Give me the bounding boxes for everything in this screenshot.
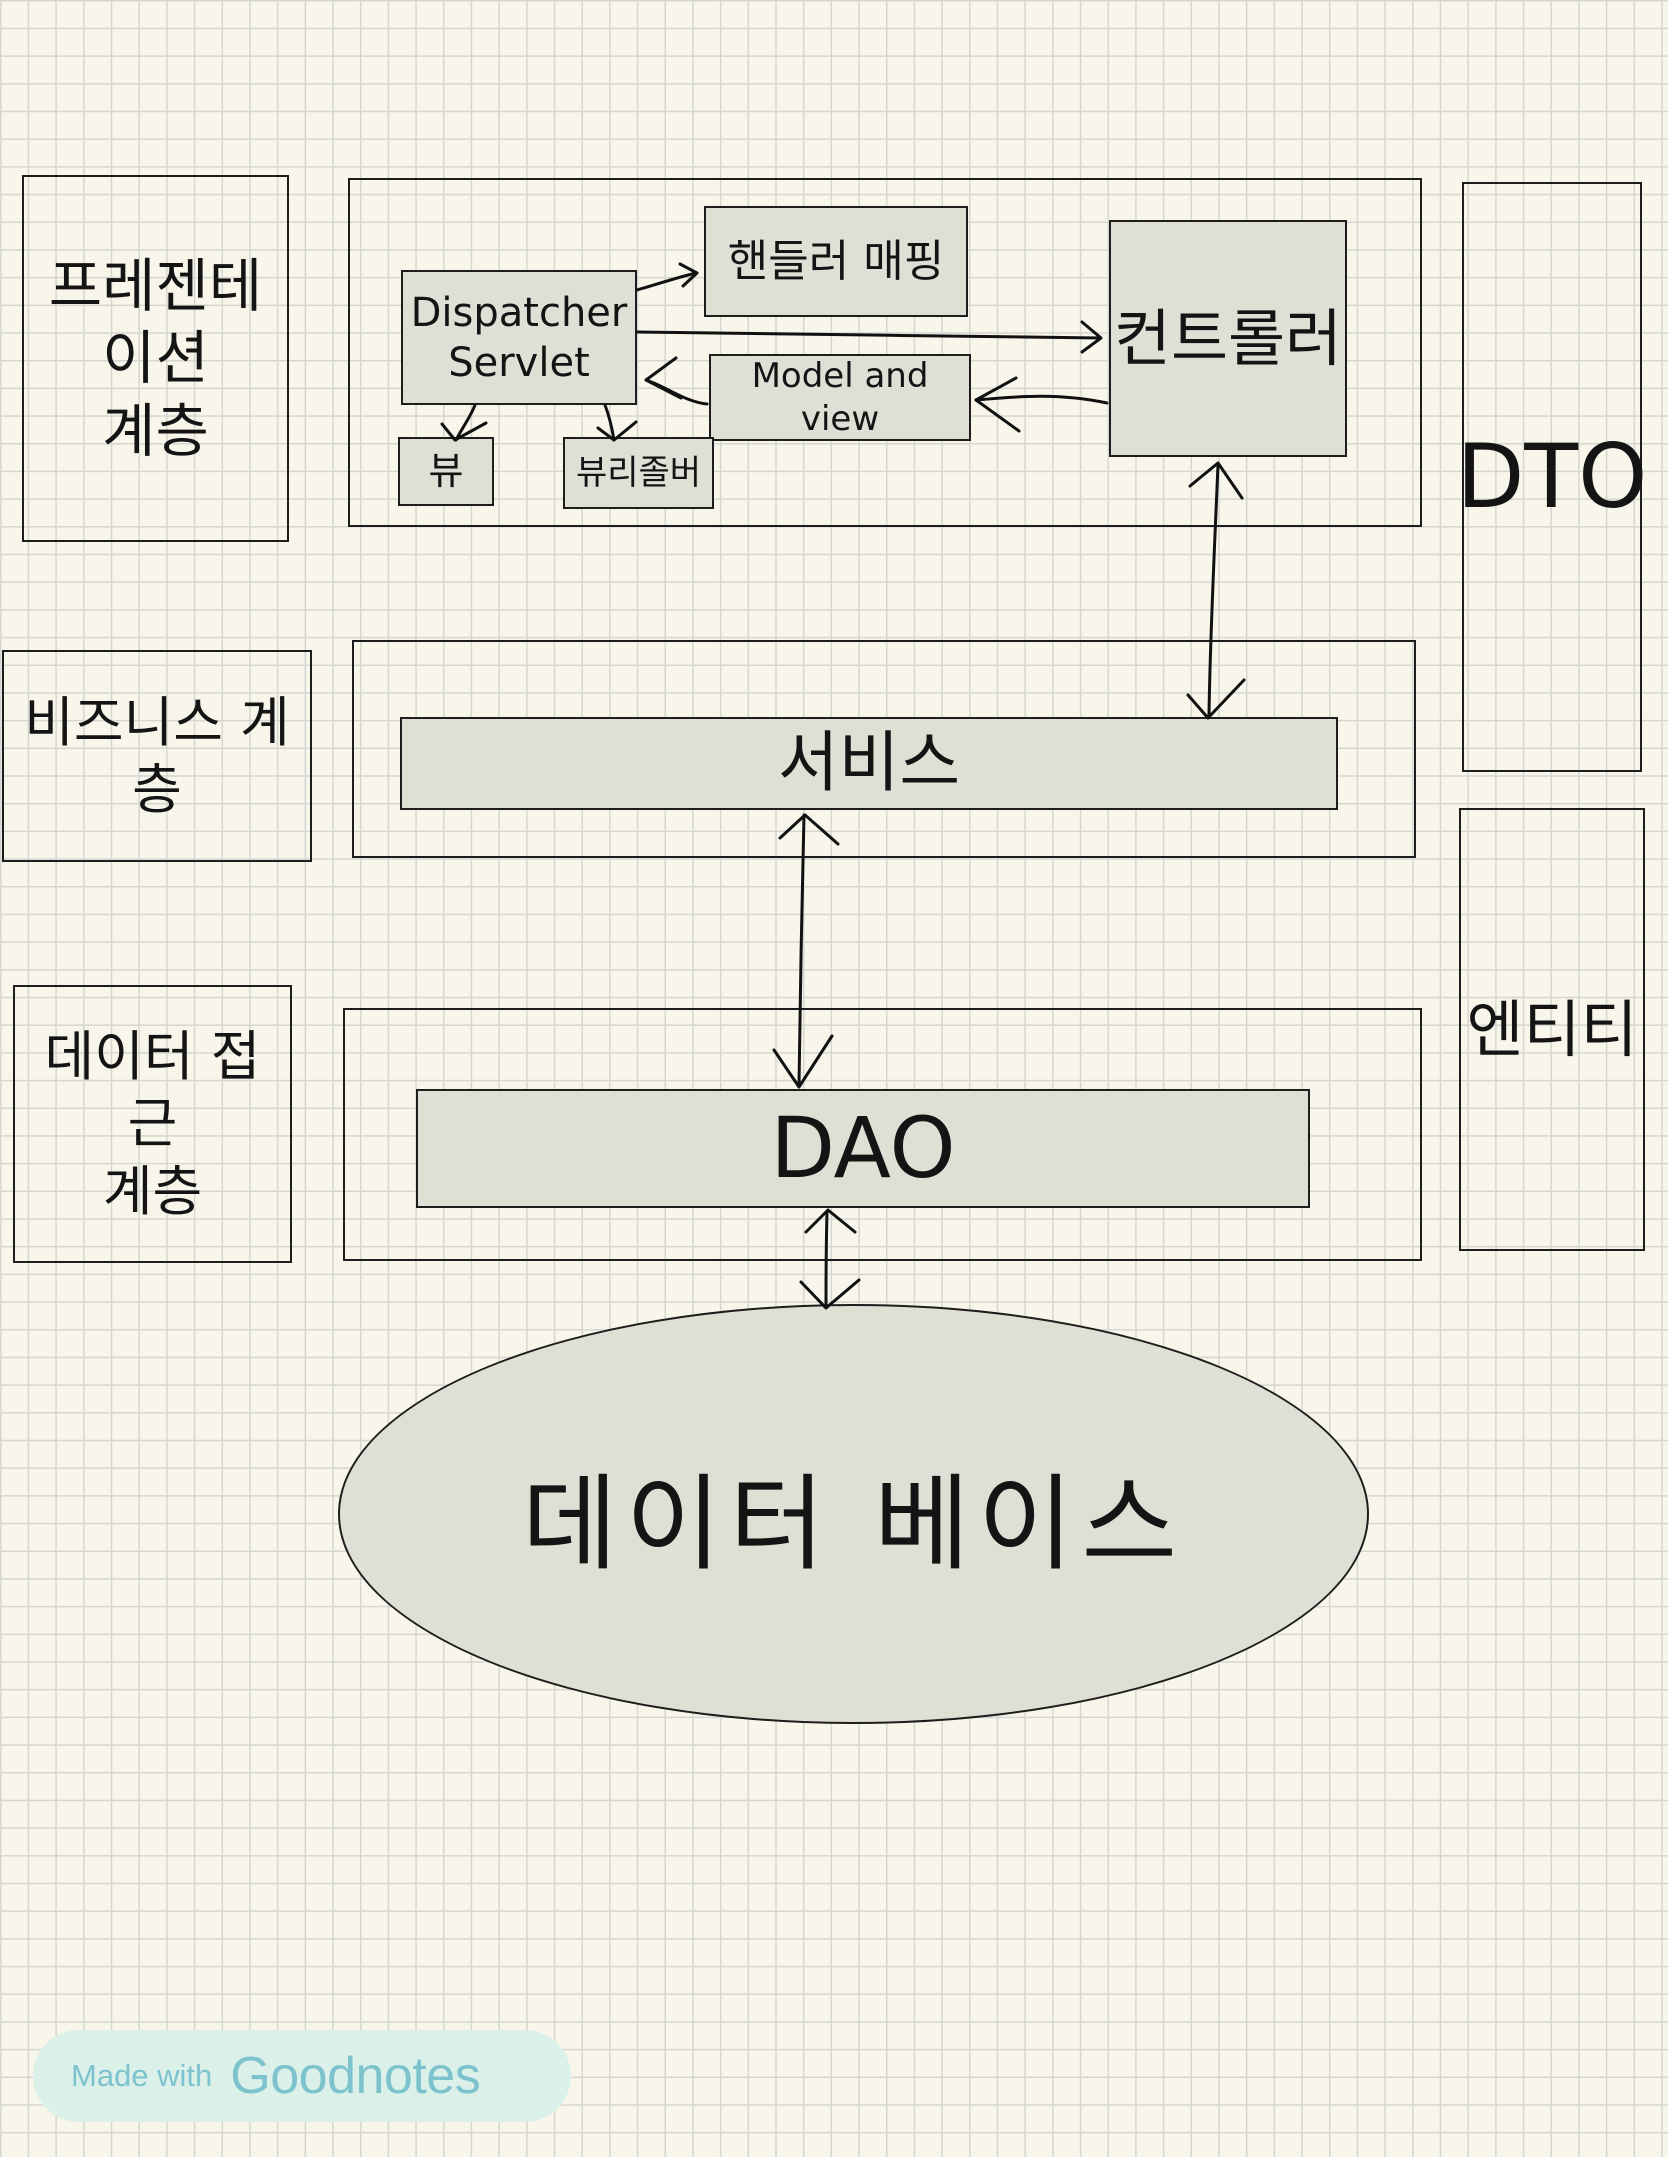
presentation-layer-container — [348, 178, 1422, 527]
goodnotes-brand-text: Goodnotes — [230, 2047, 481, 2105]
model-and-view-box: Model and view — [709, 354, 971, 441]
view-resolver-box: 뷰리졸버 — [563, 437, 714, 509]
controller-box: 컨트롤러 — [1109, 220, 1347, 457]
database-ellipse: 데이터 베이스 — [338, 1304, 1369, 1724]
data-access-layer-label: 데이터 접근 계층 — [13, 985, 292, 1263]
dao-box: DAO — [416, 1089, 1310, 1208]
dispatcher-servlet-box: Dispatcher Servlet — [401, 270, 637, 405]
data-access-layer-container — [343, 1008, 1422, 1261]
view-box: 뷰 — [398, 437, 494, 506]
business-layer-container — [352, 640, 1416, 858]
made-with-text: Made with — [71, 2058, 213, 2093]
dto-box: DTO — [1457, 182, 1647, 772]
service-box: 서비스 — [400, 717, 1338, 810]
business-layer-label: 비즈니스 계층 — [2, 650, 312, 862]
handler-mapping-box: 핸들러 매핑 — [704, 206, 968, 317]
entity-box: 엔티티 — [1459, 808, 1645, 1251]
presentation-layer-label: 프레젠테이션 계층 — [22, 175, 289, 542]
goodnotes-watermark: Made with Goodnotes — [33, 2030, 571, 2122]
